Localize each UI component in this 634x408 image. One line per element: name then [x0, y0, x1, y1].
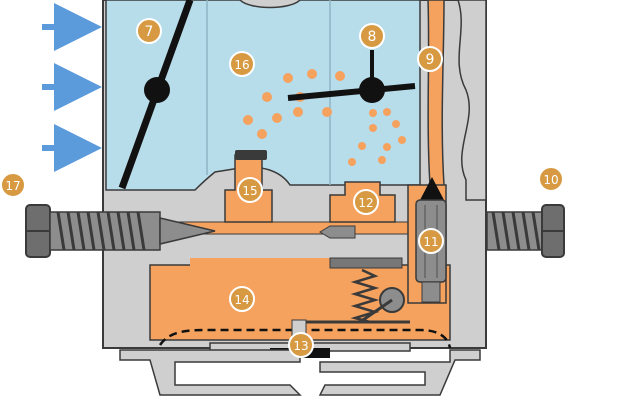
svg-text:9: 9 [426, 52, 435, 68]
airflow-arrows [42, 3, 102, 172]
callout-13: 13 [288, 332, 314, 358]
svg-text:11: 11 [423, 235, 438, 249]
right-adjust-screw [486, 204, 565, 258]
callout-16: 16 [229, 51, 255, 77]
throttle-valve [287, 50, 416, 103]
choke-valve [118, 0, 194, 190]
svg-text:16: 16 [234, 58, 249, 72]
idle-jet-cap [235, 150, 267, 160]
impulse-channel [427, 0, 445, 201]
callout-11: 11 [418, 228, 444, 254]
base-cover [119, 349, 481, 396]
callout-7: 7 [136, 18, 162, 44]
body-edge [457, 0, 487, 201]
callout-10: 10 [538, 166, 564, 192]
callout-badges: 7 8 9 10 11 12 13 14 [0, 18, 564, 358]
callout-9: 9 [417, 46, 443, 72]
left-adjust-screw [25, 204, 216, 258]
svg-text:15: 15 [242, 184, 257, 198]
callout-12: 12 [353, 189, 379, 215]
throttle-shaft [359, 77, 385, 103]
svg-text:7: 7 [145, 24, 154, 40]
choke-shaft [144, 77, 170, 103]
svg-text:13: 13 [293, 339, 308, 353]
svg-text:12: 12 [358, 196, 373, 210]
callout-8: 8 [359, 23, 385, 49]
svg-text:14: 14 [234, 293, 249, 307]
callout-14: 14 [229, 286, 255, 312]
callout-15: 15 [237, 177, 263, 203]
svg-text:10: 10 [543, 173, 558, 187]
callout-17: 17 [0, 172, 26, 198]
svg-text:8: 8 [368, 29, 377, 45]
throttle-plate [287, 83, 416, 101]
metering-spring [292, 268, 410, 324]
svg-text:17: 17 [5, 179, 20, 193]
